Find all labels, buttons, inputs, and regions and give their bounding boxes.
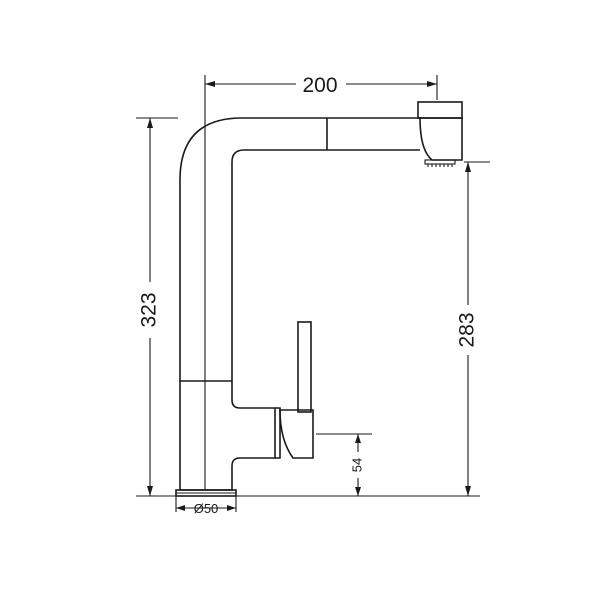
faucet-outline: [175, 101, 463, 497]
spout-outer-contour: [179, 117, 420, 381]
aerator: [424, 159, 456, 167]
dimension-handle-height: 54: [349, 434, 364, 496]
dimension-handle-height-label: 54: [349, 458, 364, 472]
dimension-reach: 200: [205, 74, 437, 97]
dimension-outlet-height: 283: [456, 162, 479, 496]
dimension-overall-height: 323: [138, 118, 161, 496]
faucet-body: [179, 380, 276, 491]
dimension-outlet-height-label: 283: [456, 312, 479, 347]
dimension-base-diameter: Ø50: [176, 501, 236, 516]
dimension-reach-label: 200: [302, 74, 337, 97]
lever-handle: [275, 321, 314, 459]
spout-head: [419, 117, 463, 161]
extension-lines: [136, 75, 490, 512]
dimension-overall-height-label: 323: [138, 292, 161, 327]
spout-head-cap: [417, 101, 463, 119]
spout-inner-contour: [231, 149, 420, 381]
dimension-base-diameter-label: Ø50: [194, 501, 219, 516]
